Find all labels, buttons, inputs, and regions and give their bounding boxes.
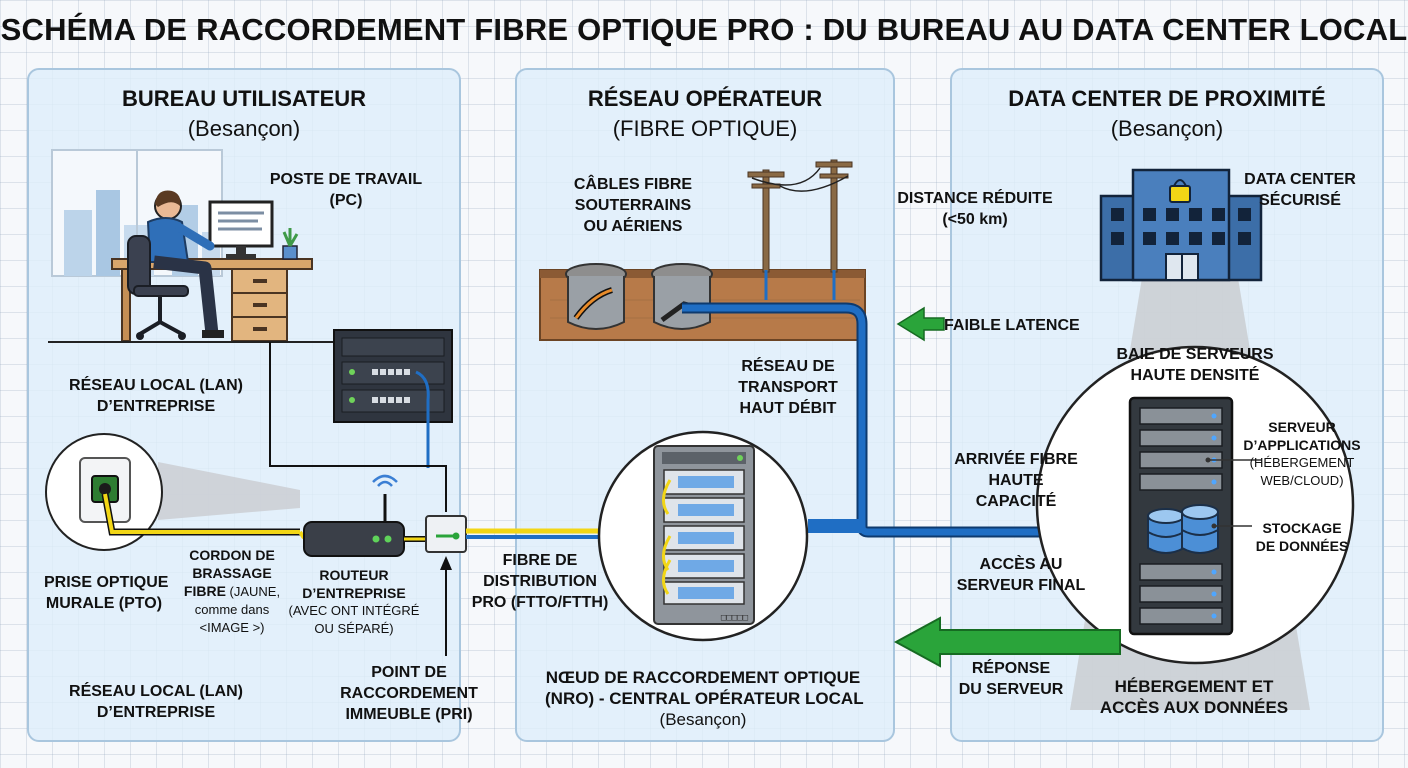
- latency-arrow-icon: [896, 306, 945, 342]
- pri-box-icon: [425, 515, 467, 656]
- panel-office-subtitle: (Besançon): [187, 116, 301, 141]
- svg-text:□□□□□: □□□□□: [721, 613, 749, 623]
- distribution-fiber: [466, 528, 604, 539]
- nro-rack-icon: □□□□□: [597, 430, 809, 642]
- patch-cord-label: CORDON DE BRASSAGE FIBRE (JAUNE, comme d…: [183, 547, 281, 635]
- router-label: ROUTEUR D’ENTREPRISE (AVEC ONT INTÉGRÉ O…: [288, 567, 420, 636]
- router-icon: [298, 474, 426, 557]
- lan-switch-rack-icon: [333, 329, 453, 468]
- pto-callout: [45, 433, 300, 551]
- workstation-label: POSTE DE TRAVAIL(PC): [269, 171, 423, 209]
- office-scene: [48, 149, 440, 343]
- lan-cable: [269, 342, 447, 512]
- panel-operator-title: RÉSEAU OPÉRATEUR: [587, 86, 823, 111]
- panel-operator-subtitle: (FIBRE OPTIQUE): [612, 116, 798, 141]
- latency-label: FAIBLE LATENCE: [944, 317, 1080, 334]
- utility-poles-icon: [747, 159, 853, 300]
- server-rack-callout: [1035, 345, 1355, 665]
- distance-label: DISTANCE RÉDUITE(<50 km): [897, 190, 1053, 228]
- panel-datacenter-subtitle: (Besançon): [1110, 116, 1224, 141]
- response-arrow-icon: [893, 616, 1121, 668]
- panel-datacenter-title: DATA CENTER DE PROXIMITÉ: [1008, 86, 1326, 111]
- app-server-label: SERVEUR D’APPLICATIONS (HÉBERGEMENT WEB/…: [1243, 419, 1361, 488]
- lan-bottom-label: RÉSEAU LOCAL (LAN)D’ENTREPRISE: [69, 683, 243, 721]
- underground-section: [539, 263, 866, 341]
- page-title: SCHÉMA DE RACCORDEMENT FIBRE OPTIQUE PRO…: [0, 12, 1408, 47]
- lan-top-label: RÉSEAU LOCAL (LAN)D’ENTREPRISE: [69, 377, 243, 415]
- nro-label: NŒUD DE RACCORDEMENT OPTIQUE (NRO) - CEN…: [545, 668, 864, 729]
- panel-office-title: BUREAU UTILISATEUR: [121, 86, 367, 111]
